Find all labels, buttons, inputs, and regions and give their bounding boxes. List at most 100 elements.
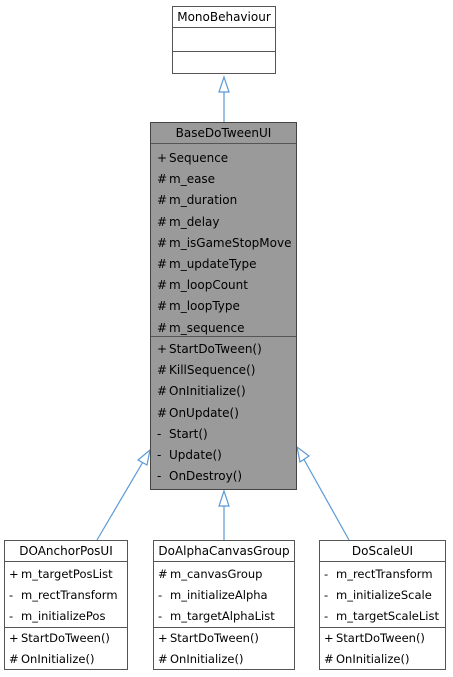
attribute-row: #m_duration [151, 190, 296, 211]
class-doalphacanvasgroup[interactable]: DoAlphaCanvasGroup #m_canvasGroup -m_ini… [153, 540, 295, 670]
visibility-marker: + [157, 151, 168, 165]
class-title: DoScaleUI [351, 544, 414, 558]
operation-row: +StartDoTween() [5, 628, 127, 649]
attribute-row: #m_canvasGroup [154, 564, 294, 585]
attribute-row: +Sequence [151, 148, 296, 169]
operation-name: Update() [169, 447, 222, 462]
class-title: DOAnchorPosUI [19, 544, 113, 558]
attribute-name: m_delay [169, 214, 220, 229]
operation-row: #OnInitialize() [151, 381, 296, 402]
attributes-section: #m_canvasGroup -m_initializeAlpha -m_tar… [154, 561, 294, 627]
visibility-marker: # [324, 652, 334, 666]
attribute-row: -m_initializeScale [320, 585, 445, 606]
visibility-marker: - [157, 426, 162, 441]
operation-name: KillSequence() [169, 363, 256, 378]
operation-row: #OnInitialize() [5, 649, 127, 670]
visibility-marker: - [324, 588, 329, 602]
visibility-marker: # [157, 172, 168, 187]
attributes-section [173, 27, 275, 51]
attribute-row: #m_updateType [151, 254, 296, 275]
operations-section: +StartDoTween() #OnInitialize() [320, 627, 445, 669]
edge-anchorpos-to-base [96, 449, 151, 541]
class-title: DoAlphaCanvasGroup [158, 544, 290, 558]
visibility-marker: # [158, 567, 168, 581]
attribute-name: m_sequence [169, 320, 245, 335]
operation-name: OnDestroy() [169, 469, 243, 484]
attribute-row: #m_isGameStopMove [151, 233, 296, 254]
attribute-row: +m_targetPosList [5, 564, 127, 585]
visibility-marker: # [157, 320, 168, 335]
visibility-marker: - [324, 567, 329, 581]
operation-name: OnUpdate() [169, 405, 239, 420]
attribute-name: m_updateType [169, 256, 257, 271]
attribute-name: m_ease [169, 172, 216, 187]
operation-name: Start() [169, 426, 208, 441]
class-title: BaseDoTweenUI [175, 126, 272, 140]
visibility-marker: # [157, 363, 168, 378]
visibility-marker: # [9, 652, 19, 666]
attribute-name: m_duration [169, 193, 238, 208]
class-basedotweenui[interactable]: BaseDoTweenUI +Sequence #m_ease #m_durat… [150, 122, 297, 490]
operation-row: -OnDestroy() [151, 466, 296, 487]
attribute-row: #m_delay [151, 212, 296, 233]
attribute-name: m_canvasGroup [170, 567, 263, 581]
operation-row: -Update() [151, 445, 296, 466]
operation-name: OnInitialize() [21, 652, 95, 666]
attribute-row: -m_rectTransform [5, 585, 127, 606]
class-doscaleui[interactable]: DoScaleUI -m_rectTransform -m_initialize… [319, 540, 446, 670]
visibility-marker: # [157, 299, 168, 314]
operation-row: #OnInitialize() [320, 649, 445, 670]
class-monobehaviour[interactable]: MonoBehaviour [172, 6, 276, 74]
attribute-name: m_isGameStopMove [169, 235, 292, 250]
attributes-section: +Sequence #m_ease #m_duration #m_delay #… [151, 143, 296, 336]
operation-row: #OnInitialize() [154, 649, 294, 670]
operation-name: StartDoTween() [336, 631, 425, 645]
attribute-row: -m_targetAlphaList [154, 606, 294, 627]
attributes-section: -m_rectTransform -m_initializeScale -m_t… [320, 561, 445, 627]
attribute-name: m_targetPosList [21, 567, 113, 581]
operation-name: OnInitialize() [170, 652, 244, 666]
class-doanchorposui[interactable]: DOAnchorPosUI +m_targetPosList -m_rectTr… [4, 540, 128, 670]
operation-row: +StartDoTween() [151, 339, 296, 360]
edge-arrowhead-scaleui [296, 445, 311, 463]
visibility-marker: # [158, 652, 168, 666]
edge-arrowhead-alphacanvas [218, 489, 230, 507]
attribute-row: #m_loopType [151, 296, 296, 317]
attribute-row: #m_loopCount [151, 275, 296, 296]
visibility-marker: # [157, 384, 168, 399]
visibility-marker: + [157, 342, 168, 356]
operation-name: OnInitialize() [336, 652, 410, 666]
attribute-row: #m_ease [151, 169, 296, 190]
operation-name: OnInitialize() [169, 384, 246, 399]
attributes-section: +m_targetPosList -m_rectTransform -m_ini… [5, 561, 127, 627]
visibility-marker: + [9, 567, 19, 581]
visibility-marker: + [324, 631, 334, 645]
attribute-name: m_loopCount [169, 278, 248, 293]
visibility-marker: - [157, 447, 162, 462]
visibility-marker: # [157, 235, 168, 250]
visibility-marker: - [9, 609, 14, 623]
attribute-name: m_initializePos [21, 609, 106, 623]
attribute-name: m_targetAlphaList [170, 609, 275, 623]
visibility-marker: # [157, 193, 168, 208]
attribute-name: m_initializeScale [336, 588, 432, 602]
visibility-marker: - [158, 609, 163, 623]
attribute-name: m_targetScaleList [336, 609, 439, 623]
visibility-marker: + [9, 631, 19, 645]
operation-row: +StartDoTween() [154, 628, 294, 649]
operation-row: -Start() [151, 424, 296, 445]
edge-scaleui-to-base [296, 446, 350, 541]
operation-row: +StartDoTween() [320, 628, 445, 649]
visibility-marker: - [9, 588, 14, 602]
visibility-marker: - [158, 588, 163, 602]
attribute-name: m_loopType [169, 299, 240, 314]
attribute-row: -m_initializeAlpha [154, 585, 294, 606]
operation-name: StartDoTween() [170, 631, 259, 645]
attribute-name: m_rectTransform [21, 588, 118, 602]
visibility-marker: - [324, 609, 329, 623]
visibility-marker: + [158, 631, 168, 645]
operations-section: +StartDoTween() #OnInitialize() [5, 627, 127, 669]
operations-section: +StartDoTween() #KillSequence() #OnIniti… [151, 336, 296, 489]
operation-row: #OnUpdate() [151, 403, 296, 424]
